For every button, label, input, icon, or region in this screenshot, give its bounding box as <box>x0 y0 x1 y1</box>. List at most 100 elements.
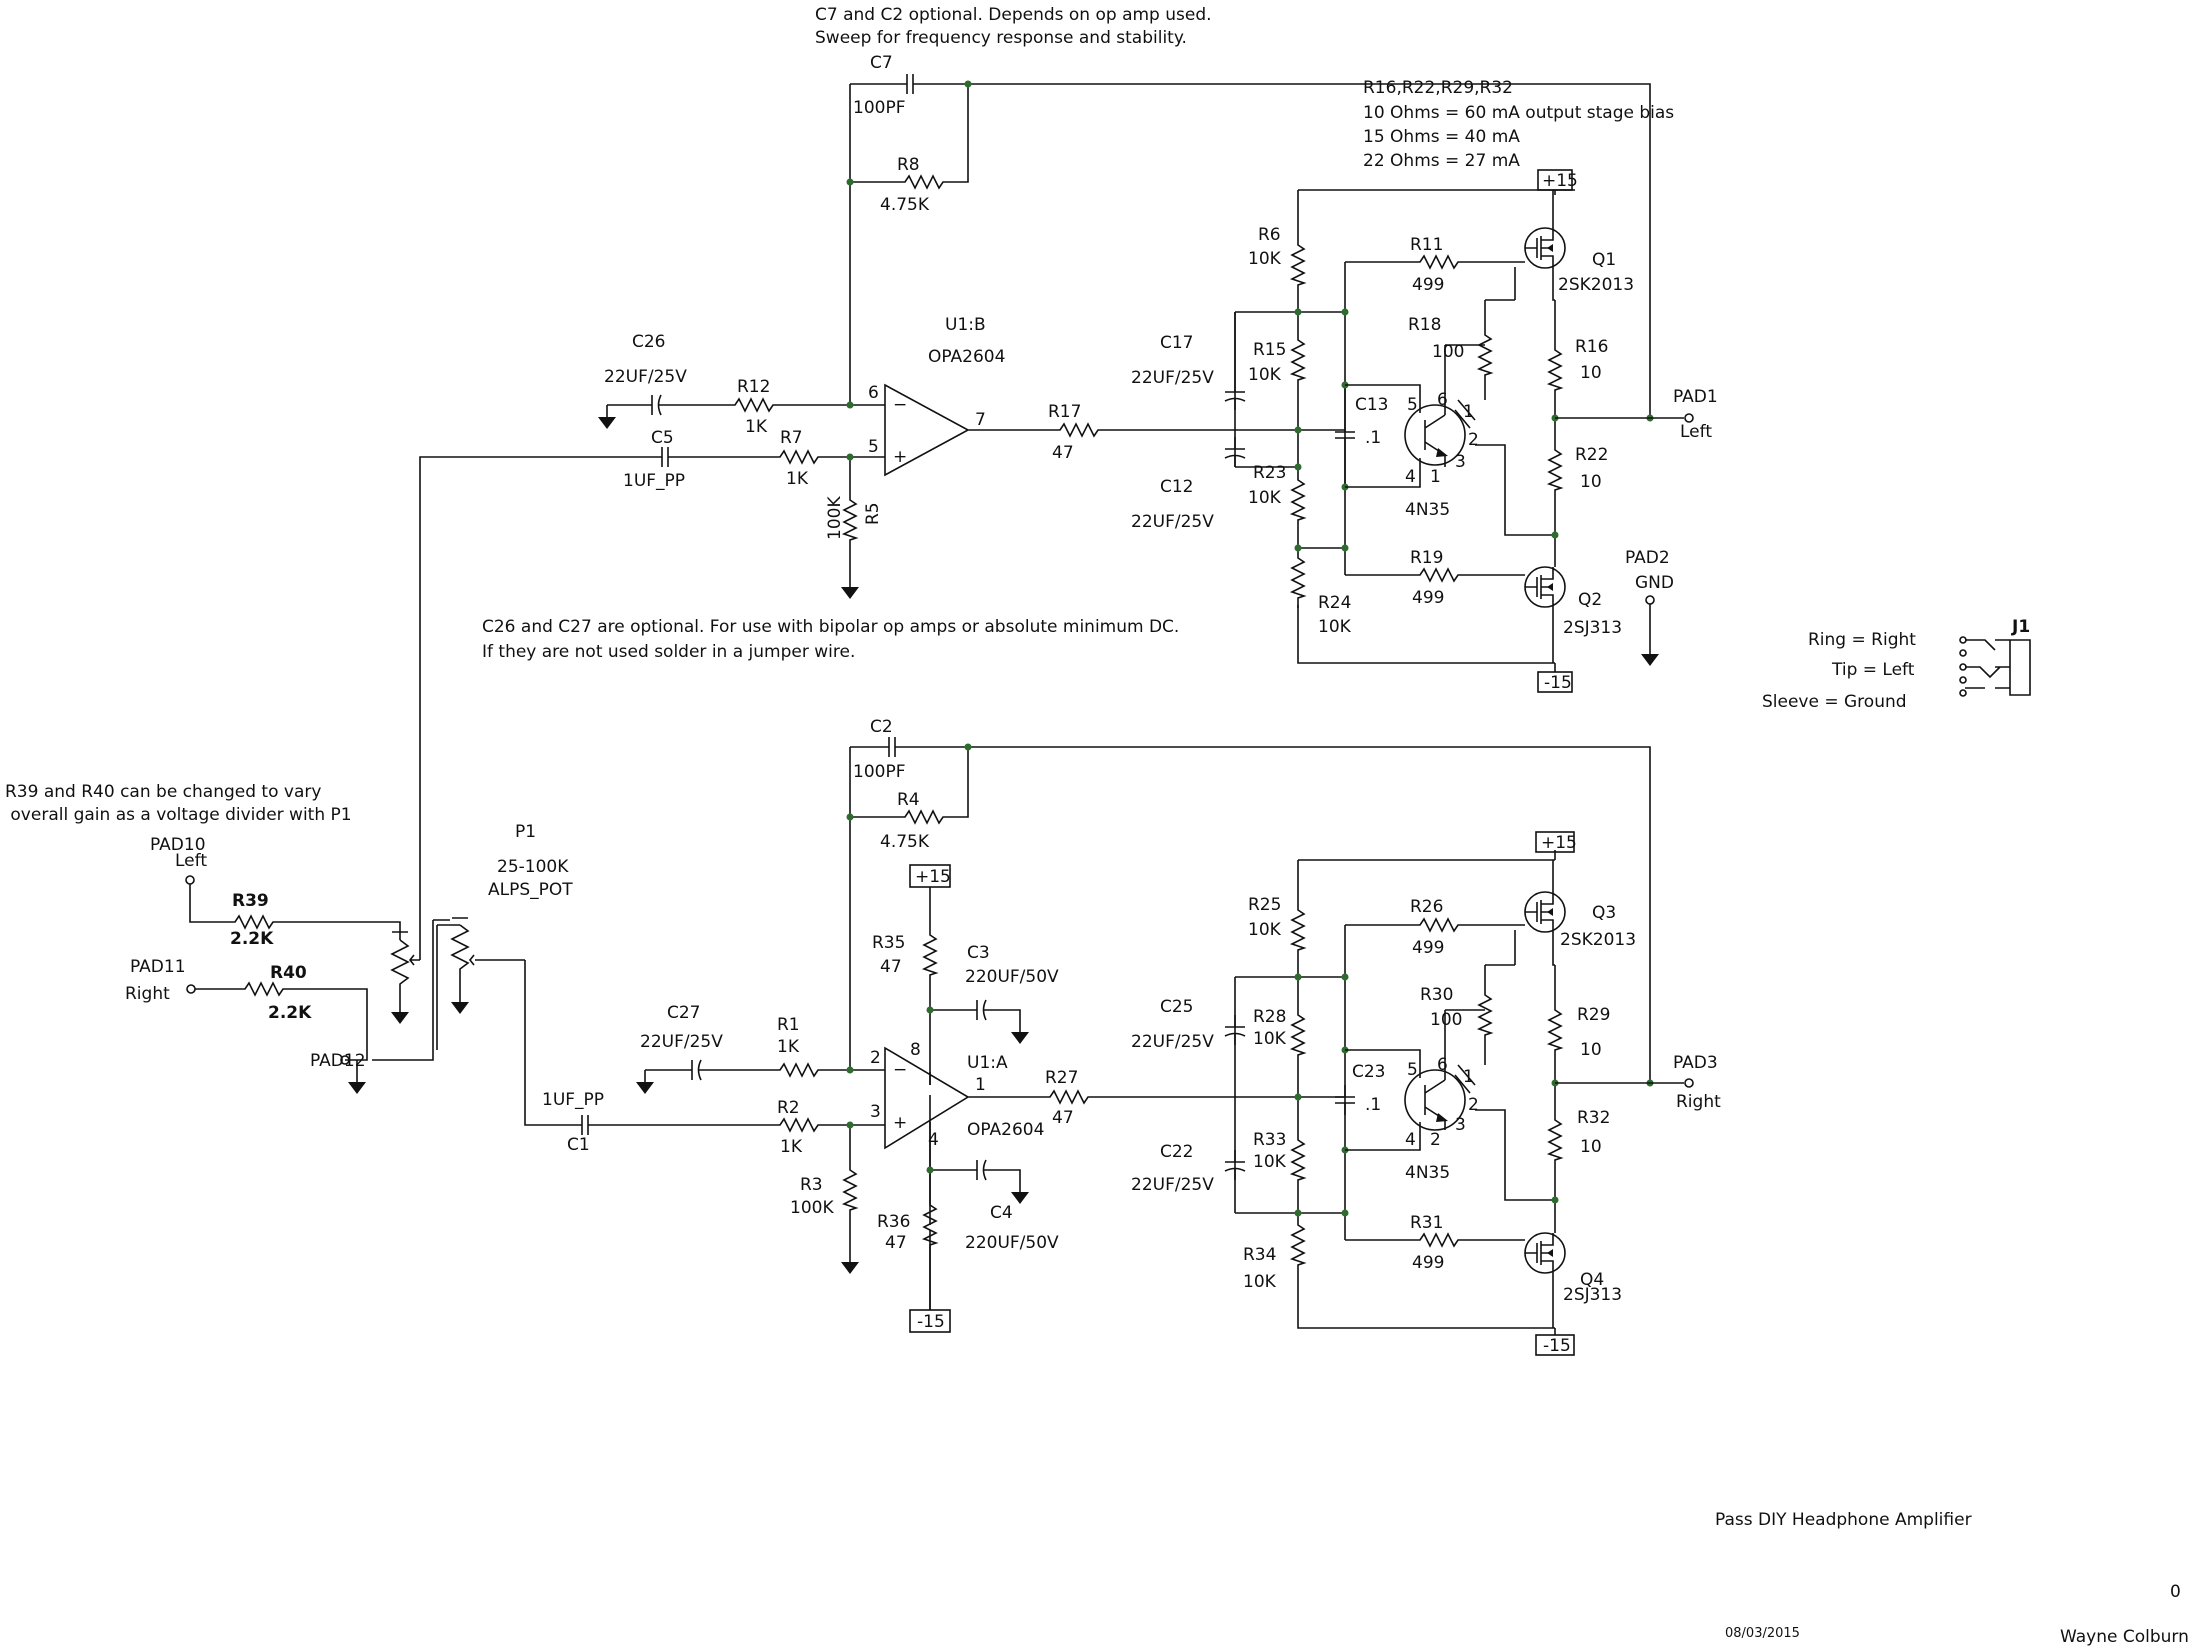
ground-symbol <box>1010 1019 1030 1045</box>
pad3-terminal <box>1684 1078 1694 1088</box>
value-r3: 100K <box>790 1198 834 1218</box>
pin-u1a-1: 1 <box>975 1075 986 1095</box>
label-r6: R6 <box>1258 225 1281 245</box>
value-r28: 10K <box>1253 1029 1287 1049</box>
resistor-r29 <box>1548 999 1562 1061</box>
resistor-r1 <box>769 1063 831 1077</box>
value-r39: 2.2K <box>230 929 274 949</box>
rail-minus15-opamp: -15 <box>917 1312 945 1332</box>
value-pad10: Left <box>175 851 207 871</box>
rail-minus15-2: -15 <box>1543 1336 1571 1356</box>
label-u1a: U1:A <box>967 1053 1008 1073</box>
label-r24: R24 <box>1318 593 1351 613</box>
junction <box>926 1006 934 1014</box>
value-r6: 10K <box>1248 249 1282 269</box>
resistor-r2 <box>769 1118 831 1132</box>
pin-oc2-2: 2 <box>1468 1095 1479 1115</box>
value-c25: 22UF/25V <box>1131 1032 1214 1052</box>
value-q1: 2SK2013 <box>1558 275 1634 295</box>
pad12-terminal <box>340 1055 350 1065</box>
label-pad2: PAD2 <box>1625 548 1670 568</box>
resistor-r32 <box>1548 1109 1562 1171</box>
junction <box>846 1066 854 1074</box>
label-u1b: U1:B <box>945 315 986 335</box>
label-c5: C5 <box>651 428 674 448</box>
capacitor-c5 <box>649 446 681 468</box>
pin-oc2-6: 6 <box>1437 1055 1448 1075</box>
value-c13: .1 <box>1365 428 1381 448</box>
pin-oc1-2: 2 <box>1468 430 1479 450</box>
value-r19: 499 <box>1412 588 1444 608</box>
label-c25: C25 <box>1160 997 1194 1017</box>
value-r26: 499 <box>1412 938 1444 958</box>
label-r25: R25 <box>1248 895 1281 915</box>
junction <box>926 1166 934 1174</box>
wire <box>1234 189 1575 664</box>
label-r19: R19 <box>1410 548 1443 568</box>
wire <box>1514 190 1556 663</box>
label-r30: R30 <box>1420 985 1453 1005</box>
pin-oc1-6: 6 <box>1437 390 1448 410</box>
rail-plus15-box <box>1537 169 1573 191</box>
headphone-jack-j1 <box>1959 636 2031 697</box>
value-c5: 1UF_PP <box>623 471 685 491</box>
label-r12: R12 <box>737 377 770 397</box>
opamp-u1a <box>884 1046 1040 1150</box>
value-r35: 47 <box>880 957 902 977</box>
junction <box>1551 1196 1559 1204</box>
mosfet-q1 <box>1524 227 1566 269</box>
resistor-r28 <box>1291 1004 1305 1066</box>
value-pad1: Left <box>1680 422 1712 442</box>
mosfet-q3 <box>1524 891 1566 933</box>
rail-minus15-box-2 <box>1535 1334 1575 1356</box>
ground-symbol <box>1010 1179 1030 1205</box>
wire <box>1234 859 1555 1329</box>
rail-plus15: +15 <box>1542 171 1578 191</box>
value-c7: 100PF <box>853 98 905 118</box>
resistor-r15 <box>1291 329 1305 391</box>
value-c17: 22UF/25V <box>1131 368 1214 388</box>
junction <box>1341 544 1349 552</box>
value-c1: 1UF_PP <box>542 1090 604 1110</box>
value-r34: 10K <box>1243 1272 1277 1292</box>
resistor-r18 <box>1478 324 1492 386</box>
label-r40: R40 <box>270 963 307 983</box>
wire <box>195 988 368 1061</box>
note-bias-line3: 22 Ohms = 27 mA <box>1363 151 1520 171</box>
value-r33: 10K <box>1253 1152 1287 1172</box>
value-p1: 25-100K <box>497 857 569 877</box>
opamp-u1a-minus: − <box>893 1060 907 1080</box>
label-r7: R7 <box>780 428 803 448</box>
value-r36: 47 <box>885 1233 907 1253</box>
value-c12: 22UF/25V <box>1131 512 1214 532</box>
resistor-r30 <box>1478 984 1492 1046</box>
value-r25: 10K <box>1248 920 1282 940</box>
label-c12: C12 <box>1160 477 1194 497</box>
rail-minus15-box-opamp <box>909 1309 951 1333</box>
resistor-r27 <box>1039 1090 1101 1104</box>
note-r39-r40-line2: overall gain as a voltage divider with P… <box>5 805 352 825</box>
value-r15: 10K <box>1248 365 1282 385</box>
value-c23: .1 <box>1365 1095 1381 1115</box>
label-p1: P1 <box>515 822 536 842</box>
label-r23: R23 <box>1253 463 1286 483</box>
capacitor-c4 <box>964 1159 996 1181</box>
optocoupler-4n35-top <box>1345 345 1476 488</box>
label-r15: R15 <box>1253 340 1286 360</box>
capacitor-c26 <box>639 394 671 416</box>
value-r30: 100 <box>1430 1010 1462 1030</box>
note-r39-r40-line1: R39 and R40 can be changed to vary <box>5 782 321 802</box>
value-q3: 2SK2013 <box>1560 930 1636 950</box>
junction <box>1294 973 1302 981</box>
pin-oc1-1: 1 <box>1463 402 1474 422</box>
value-r29: 10 <box>1580 1040 1602 1060</box>
junction <box>1341 1209 1349 1217</box>
value-r2: 1K <box>780 1137 803 1157</box>
value-r4: 4.75K <box>880 832 930 852</box>
rail-plus15-opamp: +15 <box>915 867 951 887</box>
label-j1: J1 <box>2011 617 2030 637</box>
label-c13: C13 <box>1355 395 1389 415</box>
label-r32: R32 <box>1577 1108 1610 1128</box>
note-c26-c27-line2: If they are not used solder in a jumper … <box>482 642 855 662</box>
resistor-r26 <box>1409 918 1471 932</box>
